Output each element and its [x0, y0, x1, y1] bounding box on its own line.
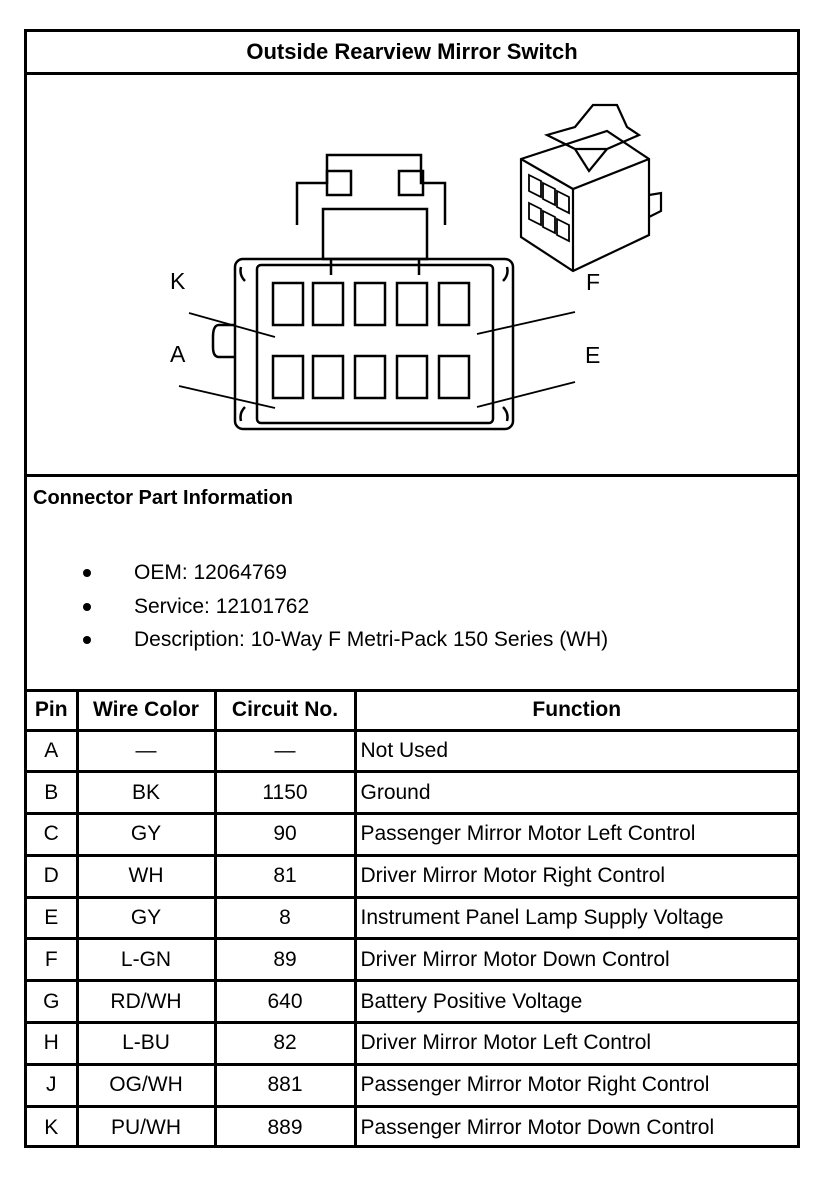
cell-circuit-no: 90	[213, 812, 357, 857]
table-row: H L-BU 82 Driver Mirror Motor Left Contr…	[27, 1021, 797, 1066]
cell-pin: D	[27, 853, 79, 899]
cell-function: Passenger Mirror Motor Right Control	[353, 1062, 797, 1108]
cell-function: Ground	[353, 770, 797, 816]
table-row: E GY 8 Instrument Panel Lamp Supply Volt…	[27, 895, 797, 941]
table-row: J OG/WH 881 Passenger Mirror Motor Right…	[27, 1062, 797, 1108]
cell-wire-color: BK	[75, 770, 217, 816]
cell-circuit-no: —	[213, 728, 357, 774]
cell-function: Driver Mirror Motor Left Control	[353, 1021, 797, 1066]
bullet-icon	[83, 636, 91, 644]
cell-pin: E	[27, 895, 79, 941]
header-circuit-no: Circuit No.	[213, 692, 357, 732]
connector-drawing: K F A E	[27, 75, 797, 477]
info-item-oem: OEM: 12064769	[27, 556, 608, 590]
table-row: K PU/WH 889 Passenger Mirror Motor Down …	[27, 1104, 797, 1148]
connector-part-information: Connector Part Information OEM: 12064769…	[27, 477, 797, 692]
cell-circuit-no: 82	[213, 1021, 357, 1066]
connector-sheet: Outside Rearview Mirror Switch	[24, 29, 800, 1148]
table-header-row: Pin Wire Color Circuit No. Function	[27, 692, 797, 732]
cell-function: Passenger Mirror Motor Down Control	[353, 1104, 797, 1148]
cell-function: Battery Positive Voltage	[353, 979, 797, 1025]
pin-label-k: K	[170, 268, 186, 294]
header-pin: Pin	[27, 692, 79, 732]
cell-wire-color: GY	[75, 812, 217, 857]
connector-face-diagram	[178, 103, 663, 431]
cell-function: Passenger Mirror Motor Left Control	[353, 812, 797, 857]
cell-wire-color: PU/WH	[75, 1104, 217, 1148]
cell-pin: F	[27, 937, 79, 983]
sheet-title: Outside Rearview Mirror Switch	[27, 32, 797, 75]
info-item-description: Description: 10-Way F Metri-Pack 150 Ser…	[27, 623, 608, 657]
pin-label-a: A	[170, 341, 186, 367]
cell-circuit-no: 1150	[213, 770, 357, 816]
cell-pin: G	[27, 979, 79, 1025]
info-item-text: Description: 10-Way F Metri-Pack 150 Ser…	[134, 628, 609, 651]
pin-label-e: E	[585, 342, 601, 368]
cell-function: Instrument Panel Lamp Supply Voltage	[353, 895, 797, 941]
info-item-text: OEM: 12064769	[134, 561, 287, 584]
cell-pin: J	[27, 1062, 79, 1108]
info-item-service: Service: 12101762	[27, 590, 608, 624]
cell-circuit-no: 881	[213, 1062, 357, 1108]
cell-wire-color: L-BU	[75, 1021, 217, 1066]
table-row: A — — Not Used	[27, 728, 797, 774]
header-wire-color: Wire Color	[75, 692, 217, 732]
cell-circuit-no: 8	[213, 895, 357, 941]
header-function: Function	[353, 692, 797, 732]
cell-circuit-no: 640	[213, 979, 357, 1025]
bullet-icon	[83, 602, 91, 611]
pinout-table: Pin Wire Color Circuit No. Function A — …	[27, 692, 797, 1148]
bullet-icon	[83, 569, 91, 577]
pin-label-f: F	[586, 269, 601, 295]
cell-circuit-no: 889	[213, 1104, 357, 1148]
cell-pin: C	[27, 812, 79, 857]
table-row: D WH 81 Driver Mirror Motor Right Contro…	[27, 853, 797, 899]
cell-function: Not Used	[353, 728, 797, 774]
cell-pin: B	[27, 770, 79, 816]
info-list: OEM: 12064769 Service: 12101762 Descript…	[27, 556, 608, 657]
table-row: G RD/WH 640 Battery Positive Voltage	[27, 979, 797, 1025]
table-row: C GY 90 Passenger Mirror Motor Left Cont…	[27, 812, 797, 857]
cell-circuit-no: 89	[213, 937, 357, 983]
cell-function: Driver Mirror Motor Down Control	[353, 937, 797, 983]
cell-pin: A	[27, 728, 79, 774]
cell-wire-color: L-GN	[75, 937, 217, 983]
cell-pin: H	[27, 1021, 79, 1066]
cell-wire-color: RD/WH	[75, 979, 217, 1025]
table-row: B BK 1150 Ground	[27, 770, 797, 816]
cell-pin: K	[27, 1104, 79, 1148]
cell-function: Driver Mirror Motor Right Control	[353, 853, 797, 899]
cell-circuit-no: 81	[213, 853, 357, 899]
cell-wire-color: —	[75, 728, 217, 774]
cell-wire-color: GY	[75, 895, 217, 941]
info-item-text: Service: 12101762	[134, 594, 310, 618]
cell-wire-color: OG/WH	[75, 1062, 217, 1108]
info-heading: Connector Part Information	[33, 487, 294, 509]
table-row: F L-GN 89 Driver Mirror Motor Down Contr…	[27, 937, 797, 983]
cell-wire-color: WH	[75, 853, 217, 899]
